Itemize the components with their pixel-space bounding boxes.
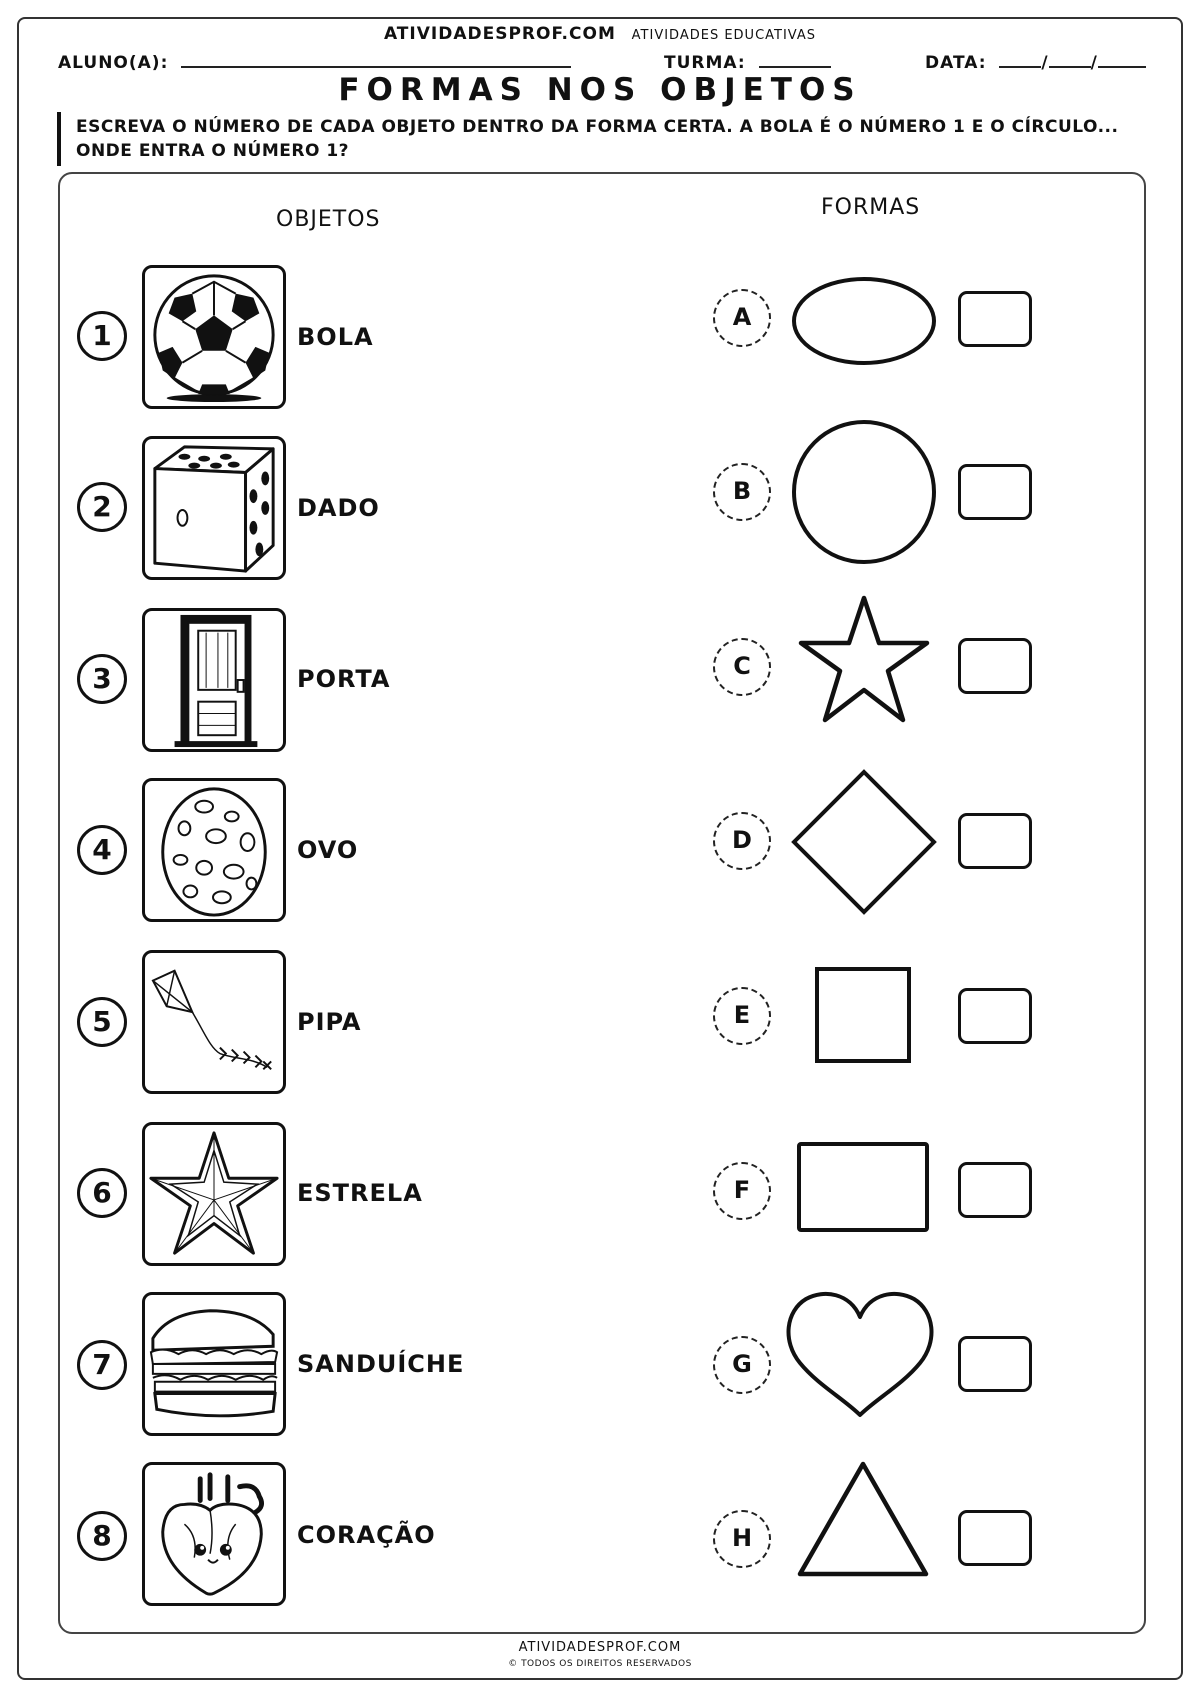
footer-rights: © TODOS OS DIREITOS RESERVADOS (508, 1659, 692, 1669)
answer-box-h[interactable] (958, 1510, 1032, 1566)
page-border (17, 17, 1183, 1680)
sandwich-icon (142, 1292, 286, 1436)
student-field[interactable]: ALUNO(A): (58, 50, 572, 73)
triangle-shape (797, 1461, 929, 1577)
shape-letter-b: B (713, 463, 771, 521)
object-name-5: PIPA (297, 1008, 362, 1036)
answer-box-b[interactable] (958, 464, 1032, 520)
date-day-line[interactable] (999, 50, 1042, 68)
star-shape (798, 595, 930, 723)
dice-icon (142, 436, 286, 580)
object-name-1: BOLA (297, 323, 374, 351)
diamond-shape (791, 769, 937, 915)
class-line[interactable] (758, 50, 831, 68)
date-label: DATA: (925, 53, 987, 73)
student-line[interactable] (181, 50, 572, 68)
oval-shape (792, 277, 936, 365)
rectangle-shape (797, 1142, 929, 1232)
shape-letter-f: F (713, 1162, 771, 1220)
shape-letter-g: G (713, 1336, 771, 1394)
activity-frame (58, 172, 1146, 1634)
instruction-line-1: ESCREVA O NÚMERO DE CADA OBJETO DENTRO D… (76, 117, 1119, 137)
anatomical-heart-icon (142, 1462, 286, 1606)
instruction-bar (57, 112, 61, 166)
instructions: ESCREVA O NÚMERO DE CADA OBJETO DENTRO D… (76, 115, 1156, 163)
answer-box-g[interactable] (958, 1336, 1032, 1392)
date-slash: / (1041, 53, 1049, 73)
date-year-line[interactable] (1097, 50, 1146, 68)
date-month-line[interactable] (1048, 50, 1091, 68)
shape-letter-c: C (713, 638, 771, 696)
site-name: ATIVIDADESPROF.COM (383, 24, 616, 44)
objects-column-heading: OBJETOS (276, 207, 381, 232)
circle-shape (792, 420, 936, 564)
site-subtitle: ATIVIDADES EDUCATIVAS (631, 28, 817, 43)
object-name-2: DADO (297, 494, 380, 522)
shape-letter-e: E (713, 987, 771, 1045)
object-number-2: 2 (77, 482, 127, 532)
object-name-4: OVO (297, 836, 359, 864)
shape-letter-h: H (713, 1510, 771, 1568)
object-number-1: 1 (77, 311, 127, 361)
shape-letter-a: A (713, 289, 771, 347)
shapes-column-heading: FORMAS (821, 195, 921, 220)
object-number-7: 7 (77, 1340, 127, 1390)
page-title: FORMAS NOS OBJETOS (338, 72, 862, 108)
answer-box-c[interactable] (958, 638, 1032, 694)
object-name-6: ESTRELA (297, 1179, 423, 1207)
square-shape (815, 967, 911, 1063)
star-ornament-icon (142, 1122, 286, 1266)
object-number-8: 8 (77, 1511, 127, 1561)
date-slash: / (1090, 53, 1098, 73)
footer-site: ATIVIDADESPROF.COM (518, 1640, 682, 1655)
answer-box-a[interactable] (958, 291, 1032, 347)
shape-letter-d: D (713, 812, 771, 870)
class-label: TURMA: (664, 53, 746, 73)
answer-box-e[interactable] (958, 988, 1032, 1044)
site-header: ATIVIDADESPROF.COM ATIVIDADES EDUCATIVAS (0, 24, 1200, 44)
egg-icon (142, 778, 286, 922)
answer-box-f[interactable] (958, 1162, 1032, 1218)
object-name-7: SANDUÍCHE (297, 1350, 465, 1378)
object-name-3: PORTA (297, 665, 391, 693)
date-field[interactable]: DATA: / / (925, 50, 1146, 73)
object-number-4: 4 (77, 825, 127, 875)
door-icon (142, 608, 286, 752)
class-field[interactable]: TURMA: (664, 50, 831, 73)
kite-icon (142, 950, 286, 1094)
object-number-5: 5 (77, 997, 127, 1047)
heart-shape (786, 1291, 934, 1417)
object-name-8: CORAÇÃO (297, 1521, 436, 1549)
instruction-line-2: ONDE ENTRA O NÚMERO 1? (76, 141, 350, 161)
soccer-ball-icon (142, 265, 286, 409)
student-label: ALUNO(A): (58, 53, 169, 73)
answer-box-d[interactable] (958, 813, 1032, 869)
object-number-3: 3 (77, 654, 127, 704)
object-number-6: 6 (77, 1168, 127, 1218)
